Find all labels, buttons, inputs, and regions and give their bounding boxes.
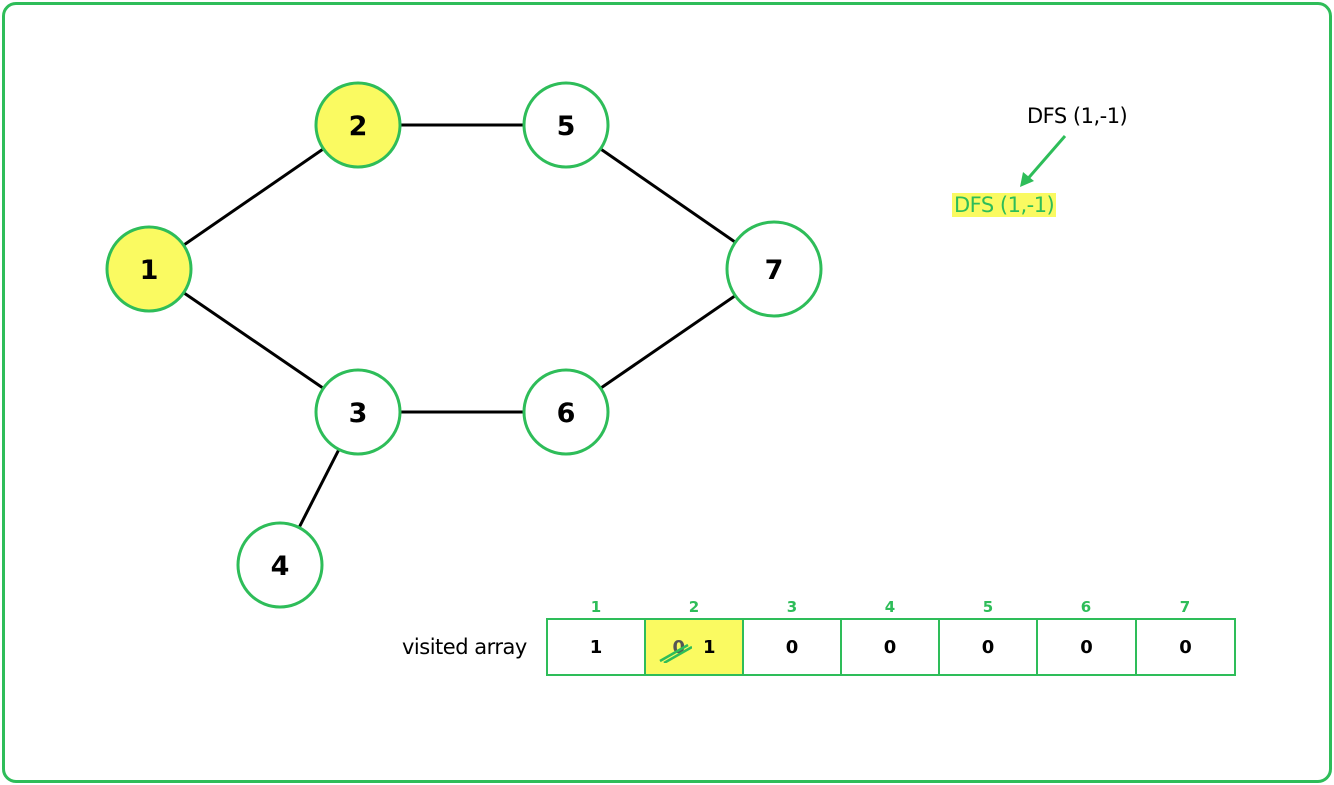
visited-cell-2: 0 1 [644,618,744,676]
visited-index-2: 2 [688,598,700,616]
visited-array-label: visited array [402,635,527,659]
graph-node-6: 6 [522,368,610,456]
visited-cell-1: 1 [546,618,646,676]
call-stack-caller: DFS (1,-1) [1027,104,1128,128]
visited-cell-5: 0 [938,618,1038,676]
graph-node-2: 2 [314,81,402,169]
visited-value-4: 0 [883,636,897,658]
graph-node-1: 1 [105,225,193,313]
visited-old-value-2: 0 [659,637,693,663]
visited-index-1: 1 [590,598,602,616]
visited-cell-4: 0 [840,618,940,676]
visited-value-3: 0 [785,636,799,658]
visited-index-7: 7 [1179,598,1191,616]
call-arrow-icon [1020,135,1067,187]
visited-index-5: 5 [982,598,994,616]
graph-node-5: 5 [522,81,610,169]
visited-index-6: 6 [1080,598,1092,616]
visited-value-6: 0 [1080,636,1093,658]
visited-index-4: 4 [884,598,896,616]
visited-cell-6: 0 [1036,618,1137,676]
node-label-2: 2 [349,111,368,142]
node-label-7: 7 [765,255,784,286]
strikethrough-icon [659,643,693,663]
node-label-1: 1 [140,255,159,286]
visited-cell-7: 0 [1135,618,1236,676]
node-label-4: 4 [271,551,290,582]
node-label-6: 6 [557,398,576,429]
visited-index-3: 3 [786,598,798,616]
graph-node-3: 3 [314,368,402,456]
call-stack-current: DFS (1,-1) [952,193,1057,217]
visited-value-5: 0 [981,636,995,658]
graph-node-4: 4 [236,521,324,609]
node-label-3: 3 [349,398,368,429]
node-label-5: 5 [557,111,576,142]
visited-value-7: 0 [1179,636,1192,658]
visited-value-2: 1 [703,636,716,658]
visited-cell-3: 0 [742,618,842,676]
graph-node-7: 7 [725,220,823,318]
visited-value-1: 1 [589,636,603,658]
